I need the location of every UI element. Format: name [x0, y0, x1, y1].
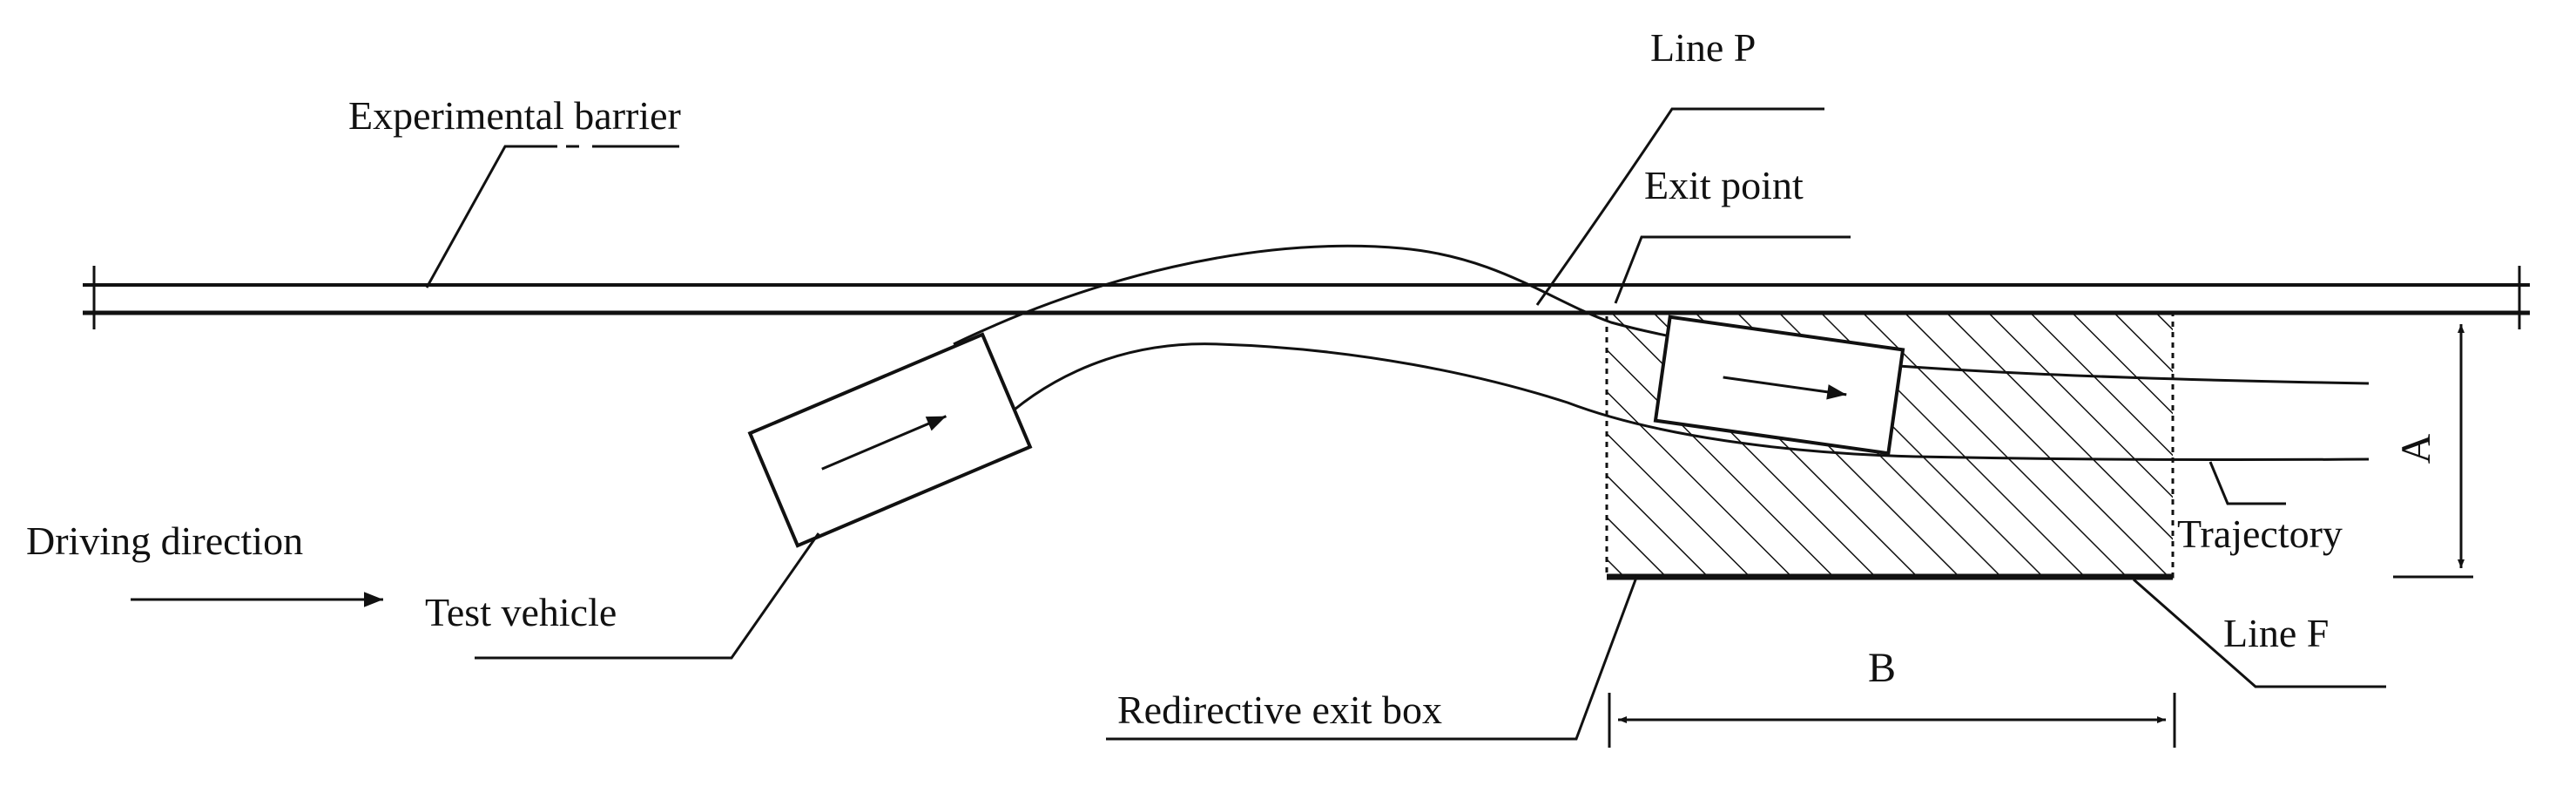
- labels: Experimental barrier Line P Exit point D…: [26, 25, 2439, 732]
- leader-line-f: [2133, 578, 2386, 688]
- experimental-barrier: [83, 145, 2530, 329]
- test-vehicle-right: [1653, 315, 1905, 456]
- leader-experimental-barrier: [425, 145, 512, 288]
- label-experimental-barrier: Experimental barrier: [348, 93, 681, 138]
- label-line-p: Line P: [1650, 25, 1756, 70]
- test-vehicle-left: [747, 332, 1033, 548]
- label-test-vehicle: Test vehicle: [425, 590, 617, 634]
- label-dimension-a: A: [2393, 433, 2439, 464]
- dimension-a: [2393, 324, 2473, 579]
- line-p: [1535, 107, 1824, 306]
- trajectory-lower: [969, 342, 2370, 462]
- leader-trajectory: [2208, 461, 2286, 505]
- label-redirective-exit-box: Redirective exit box: [1117, 688, 1442, 732]
- label-line-f: Line F: [2223, 611, 2329, 655]
- leader-lines: [425, 145, 2386, 741]
- label-exit-point: Exit point: [1644, 163, 1804, 207]
- trajectory-upper: [953, 244, 2370, 385]
- vehicle-arrow-icon: [821, 415, 947, 471]
- label-trajectory: Trajectory: [2177, 512, 2343, 556]
- vehicle-arrow-icon: [1723, 376, 1847, 400]
- label-dimension-b: B: [1868, 645, 1896, 691]
- trajectory-curves: [953, 107, 2370, 462]
- leader-test-vehicle: [475, 532, 820, 660]
- leader-redirective-exit-box: [1106, 574, 1639, 741]
- label-driving-direction: Driving direction: [26, 518, 303, 563]
- leader-exit-point: [1614, 235, 1851, 304]
- dimension-b: [1608, 693, 2176, 748]
